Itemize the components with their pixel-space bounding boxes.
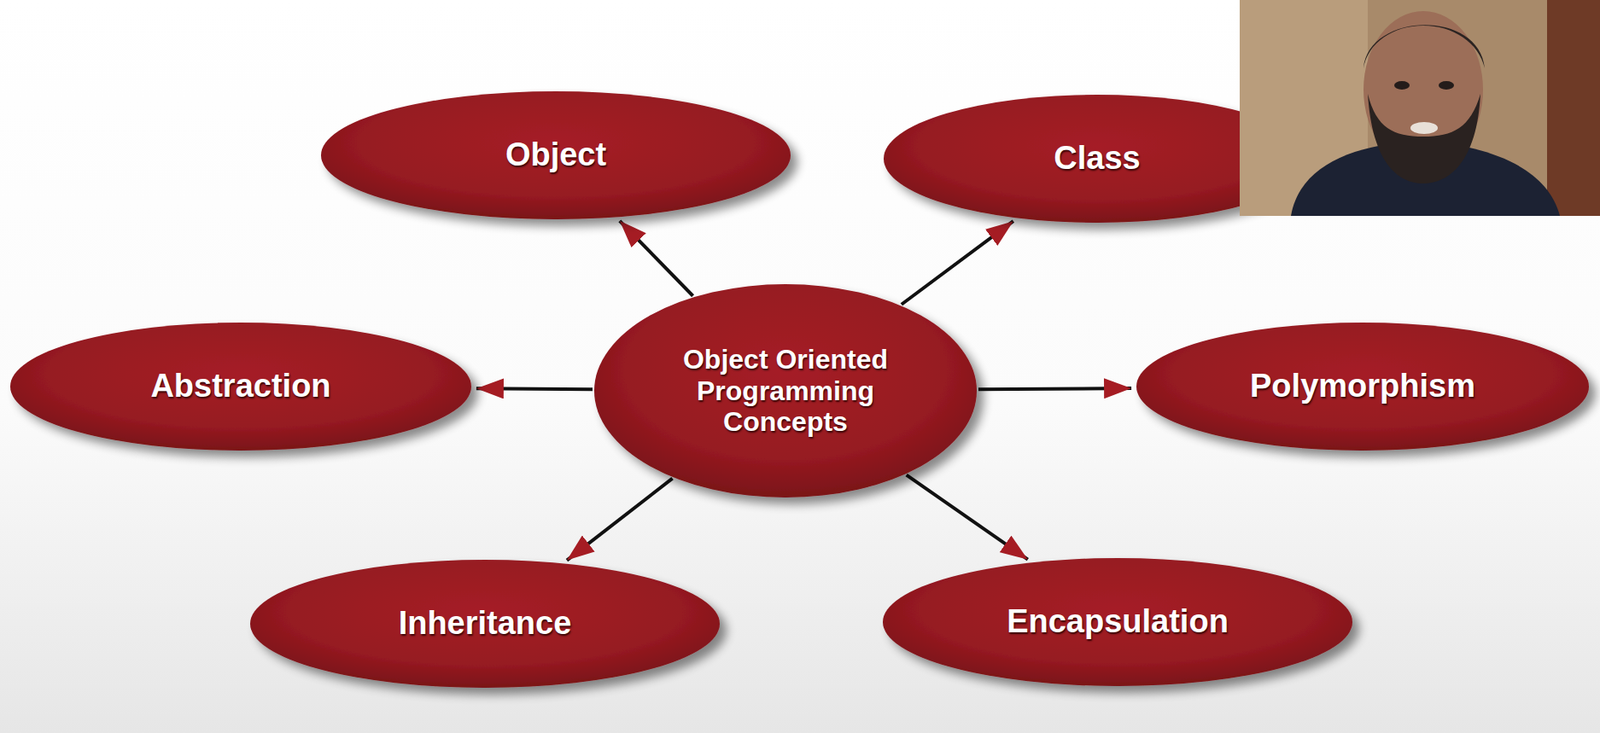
arrow-connector <box>619 221 694 297</box>
webcam-door <box>1547 0 1600 217</box>
arrow-connector <box>901 221 1014 305</box>
concept-ellipse: Polymorphism <box>1136 322 1589 451</box>
ellipse-fill <box>594 284 977 498</box>
arrow-connector <box>906 475 1028 561</box>
concept-ellipse: Inheritance <box>250 560 720 689</box>
central-circle: Object Oriented Programming Concepts <box>594 284 977 498</box>
concept-ellipse: Abstraction <box>10 322 472 451</box>
ellipse-fill <box>321 91 791 220</box>
webcam-hair <box>1363 24 1485 69</box>
ellipse-fill <box>10 322 472 451</box>
webcam-beard <box>1367 93 1481 184</box>
ellipse-fill <box>250 560 720 689</box>
concept-label: Polymorphism <box>1249 367 1476 406</box>
ellipse-fill <box>882 558 1353 687</box>
concept-label: Class <box>1053 140 1140 178</box>
arrow-connector <box>978 388 1132 390</box>
webcam-eye <box>1438 81 1455 90</box>
webcam-wall <box>1239 0 1600 217</box>
arrow-connector <box>476 388 593 390</box>
concept-label: Object <box>505 136 607 175</box>
webcam-eye <box>1394 81 1410 90</box>
concept-label: Inheritance <box>398 605 573 643</box>
concept-label: Encapsulation <box>1006 603 1229 642</box>
central-label: Object Oriented Programming Concepts <box>670 344 901 438</box>
webcam-overlay <box>1239 0 1600 217</box>
concept-ellipse: Encapsulation <box>882 558 1353 687</box>
webcam-mouth <box>1410 122 1438 135</box>
ellipse-fill <box>1136 322 1589 451</box>
concept-label: Abstraction <box>150 367 331 406</box>
arrow-connector <box>566 478 673 561</box>
concept-ellipse: Object <box>321 91 791 220</box>
